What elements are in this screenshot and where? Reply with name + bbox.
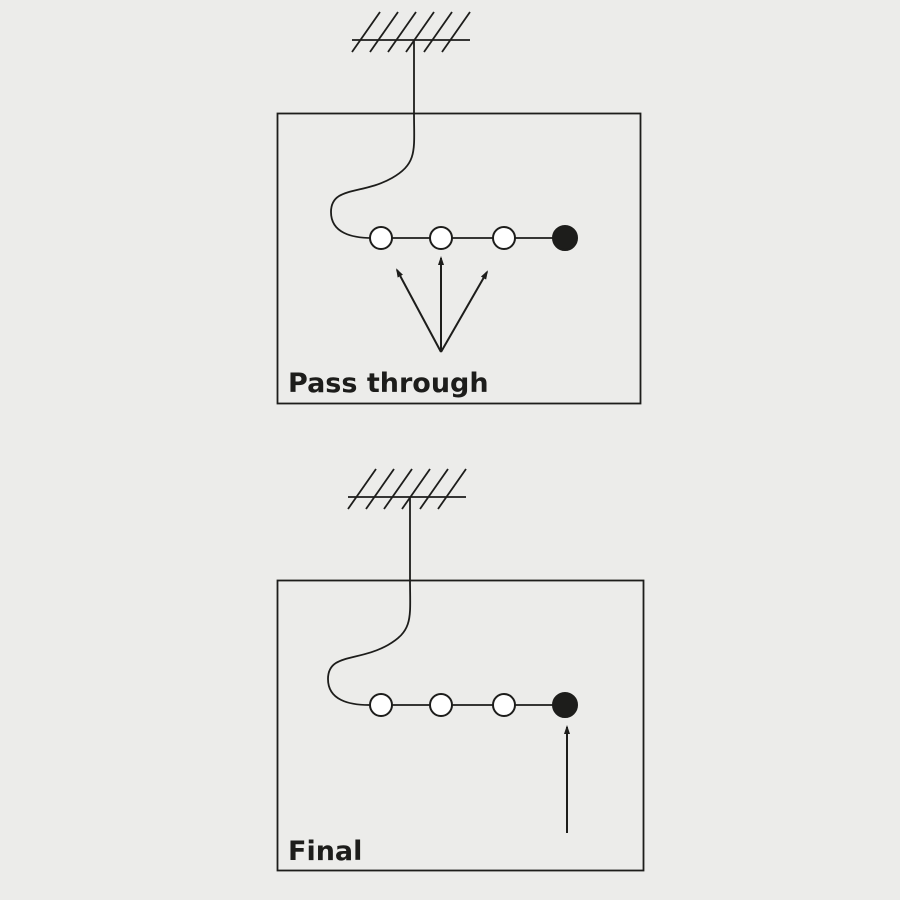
final-panel: Final: [0, 455, 900, 900]
panel-label: Final: [288, 836, 362, 867]
arrow-left: [396, 268, 442, 353]
panel-box: [276, 112, 642, 405]
socket-open-1: [369, 693, 393, 717]
socket-final: [552, 692, 578, 718]
socket-run: [369, 692, 578, 718]
antenna-cable: [327, 497, 560, 706]
panel-label: Pass through: [288, 368, 489, 399]
final-svg: Final: [276, 468, 645, 872]
pass-through-arrows: [396, 256, 488, 353]
socket-final: [552, 225, 578, 251]
antenna-icon: [347, 468, 467, 510]
antenna-icon: [351, 11, 471, 53]
socket-open-3: [492, 226, 516, 250]
socket-open-3: [492, 693, 516, 717]
socket-open-2: [429, 226, 453, 250]
arrow-right: [440, 270, 488, 353]
socket-open-2: [429, 693, 453, 717]
panel-box: [276, 579, 645, 872]
antenna-cable: [330, 40, 560, 239]
pass-through-panel: Pass through: [276, 11, 642, 405]
socket-open-1: [369, 226, 393, 250]
pass-through-svg: Pass through: [276, 11, 642, 405]
socket-run: [369, 225, 578, 251]
